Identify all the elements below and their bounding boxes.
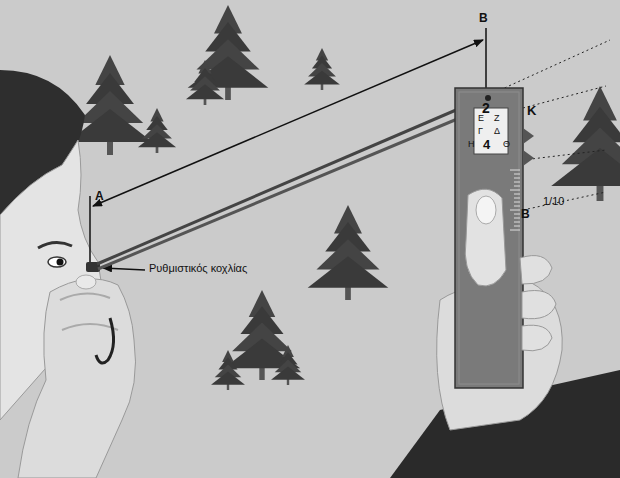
forest [68,5,620,390]
projection-line [500,40,610,90]
pine-tree [68,55,153,155]
scale-tick [514,206,520,207]
tree-trunk [227,384,229,390]
scale-letter: Ε [478,114,484,123]
tree-trunk [345,286,351,300]
finger-line [60,293,110,300]
tree-trunk [287,379,289,385]
scale-tick [514,202,520,203]
scale-letter: Η [468,140,475,149]
device-window [474,108,508,154]
scale-tick [514,226,520,227]
scale-tick [514,222,520,223]
tree-crown [271,367,305,380]
scale-tick [514,182,520,183]
tree-trunk [156,146,159,153]
tree-trunk [259,367,264,381]
device-notch [523,128,534,144]
eyebrow [38,242,72,248]
tree-crown [138,132,176,147]
tree-crown [308,256,389,287]
tree-crown [304,71,340,85]
scale-number: 4 [483,138,490,151]
pine-tree [308,205,389,300]
scale-tick [514,218,520,219]
part-name: Ρυθμιστικός κοχλίας [149,263,247,274]
point-letter: Β [479,12,488,24]
point-letter: Κ [527,104,536,117]
scale-number: 2 [482,101,490,115]
tree-crown [211,372,245,385]
scale-tick [514,214,520,215]
tree-crown [551,148,620,186]
tree-trunk [107,140,113,155]
finger [522,325,552,351]
scale-tick [514,186,520,187]
fingertip [76,275,96,289]
sight-cord [97,104,470,264]
finger [520,256,552,285]
scale-tick [514,178,520,179]
scale-letter: Γ [478,127,483,136]
scale-tick [514,194,520,195]
pine-tree [551,86,620,201]
pine-tree [186,60,224,105]
leader-arrow [103,268,145,270]
tick-a [89,196,91,262]
device-rim [459,92,519,384]
scale-tick [510,170,520,171]
tree-crown [186,84,224,99]
cord-loop [96,318,114,363]
device-scale [510,170,520,230]
finger-line [62,324,118,330]
device-notch [523,150,534,166]
point-letter: Β [521,208,530,220]
distance-arrow [93,40,483,206]
projection-line [523,150,606,160]
pine-tree [138,108,176,153]
tree-trunk [225,86,231,100]
scale-tick [514,174,520,175]
hypsometer [455,88,523,388]
scale-letter: Δ [494,127,500,136]
pine-tree [304,48,340,90]
thumbnail [476,196,496,224]
pine-tree [188,5,269,100]
finger [522,291,556,319]
pine-tree [271,345,305,385]
scale-tick [510,190,520,191]
tree-trunk [321,84,324,90]
thumb [465,189,506,286]
scale-ratio: 1/10 [543,196,564,207]
point-letter: Α [95,190,104,202]
left-hand [18,279,136,478]
projection-line [523,192,606,210]
tree-trunk [204,98,207,105]
scale-tick [514,198,520,199]
eye [48,257,66,267]
scale-tick [510,210,520,211]
sight-cord [98,112,474,269]
pupil [57,259,64,266]
scale-letter: Θ [503,140,510,149]
scale-tick [510,230,520,231]
scale-letter: Ζ [494,114,500,123]
pine-tree [211,350,245,390]
tick-b [485,28,487,92]
